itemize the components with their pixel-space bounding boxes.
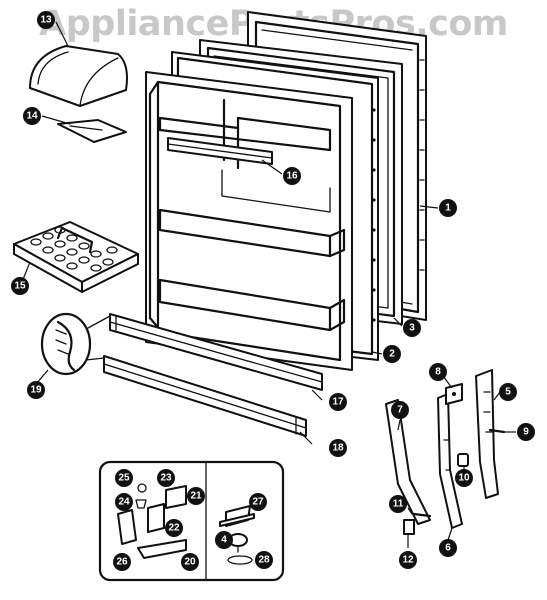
svg-text:27: 27 (252, 497, 264, 508)
callout-13: 13 (37, 11, 55, 29)
door-rail-lower (103, 355, 307, 437)
svg-text:4: 4 (221, 535, 227, 546)
svg-text:9: 9 (523, 427, 529, 438)
svg-text:20: 20 (184, 557, 196, 568)
callout-6: 6 (439, 539, 457, 557)
svg-text:8: 8 (435, 367, 441, 378)
svg-text:19: 19 (30, 385, 42, 396)
svg-text:17: 17 (332, 397, 344, 408)
cap-10 (457, 453, 469, 467)
callout-4: 4 (215, 531, 233, 549)
svg-text:15: 15 (14, 281, 26, 292)
svg-text:1: 1 (445, 203, 451, 214)
hinge-8 (445, 383, 463, 405)
svg-text:13: 13 (40, 15, 52, 26)
svg-text:2: 2 (389, 349, 395, 360)
dairy-door (29, 45, 128, 107)
door-liner (145, 51, 379, 371)
callout-26: 26 (113, 553, 131, 571)
svg-text:6: 6 (445, 543, 451, 554)
callout-20: 20 (181, 553, 199, 571)
callout-10: 10 (455, 469, 473, 487)
door-rail-upper (109, 313, 323, 391)
svg-text:21: 21 (190, 491, 202, 502)
callout-25: 25 (115, 469, 133, 487)
svg-text:12: 12 (402, 555, 414, 566)
callout-3: 3 (403, 319, 421, 337)
hinge-bracket-7 (385, 399, 431, 525)
dairy-clip (57, 119, 127, 143)
hardware-inset-box (98, 460, 285, 582)
callout-18: 18 (329, 439, 347, 457)
svg-text:5: 5 (505, 387, 511, 398)
svg-text:24: 24 (118, 497, 130, 508)
callout-27: 27 (249, 493, 267, 511)
callout-17: 17 (329, 393, 347, 411)
screw-9 (488, 428, 506, 434)
egg-tray (13, 221, 139, 293)
svg-text:16: 16 (286, 171, 298, 182)
callout-16: 16 (283, 167, 301, 185)
shelf-bar (167, 137, 273, 165)
svg-text:28: 28 (258, 555, 270, 566)
callout-24: 24 (115, 493, 133, 511)
svg-text:25: 25 (118, 473, 130, 484)
svg-text:14: 14 (26, 111, 38, 122)
svg-text:23: 23 (160, 473, 172, 484)
svg-text:7: 7 (397, 405, 403, 416)
callout-8: 8 (429, 363, 447, 381)
svg-text:18: 18 (332, 443, 344, 454)
svg-text:22: 22 (168, 523, 180, 534)
svg-text:11: 11 (393, 499, 404, 510)
rail-end-detail (40, 312, 111, 376)
callout-12: 12 (399, 551, 417, 569)
callout-22: 22 (165, 519, 183, 537)
callout-1: 1 (439, 199, 457, 217)
callout-14: 14 (23, 107, 41, 125)
callout-2: 2 (383, 345, 401, 363)
svg-text:3: 3 (409, 323, 415, 334)
callout-15: 15 (11, 277, 29, 295)
callout-28: 28 (255, 551, 273, 569)
callout-19: 19 (27, 381, 45, 399)
svg-text:26: 26 (116, 557, 128, 568)
callout-21: 21 (187, 487, 205, 505)
svg-text:10: 10 (458, 473, 470, 484)
hinge-bracket-5 (475, 369, 499, 499)
callout-7: 7 (391, 401, 409, 419)
callout-5: 5 (499, 383, 517, 401)
callout-9: 9 (517, 423, 535, 441)
plug-11-12 (403, 512, 432, 535)
callout-23: 23 (157, 469, 175, 487)
callout-11: 11 (389, 495, 407, 513)
